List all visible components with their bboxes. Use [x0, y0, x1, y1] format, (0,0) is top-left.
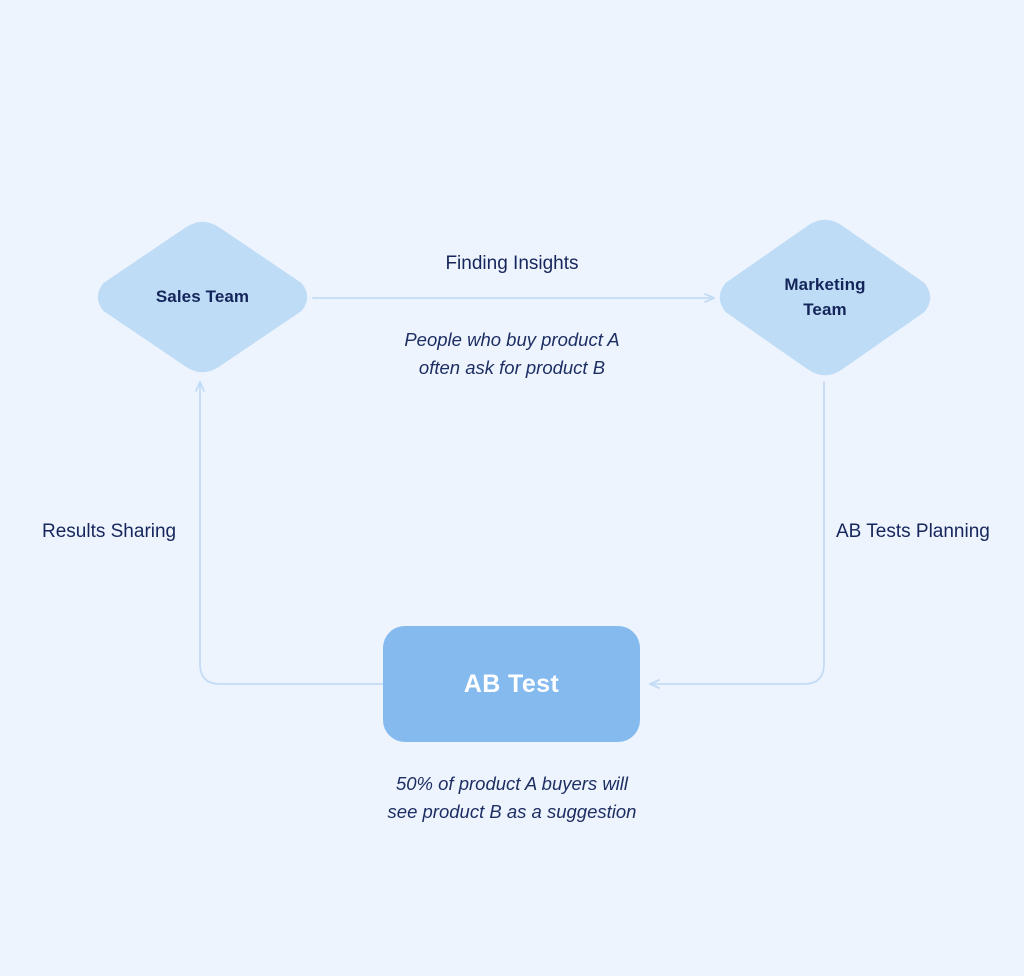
edge-note-abtest-result: 50% of product A buyers will see product… — [0, 770, 1024, 826]
node-sales-team-label: Sales Team — [97, 221, 308, 373]
node-ab-test-label: AB Test — [463, 669, 560, 698]
node-sales-team[interactable]: Sales Team — [97, 221, 308, 373]
edge-label-finding-insights: Finding Insights — [445, 253, 579, 274]
diamond-shape-sales — [97, 221, 308, 373]
node-marketing-team-label: Marketing Team — [719, 219, 931, 376]
edge-label-results-sharing: Results Sharing — [42, 521, 177, 542]
node-sales-team-text: Sales Team — [155, 286, 250, 306]
node-marketing-team-text-line1: Marketing — [784, 275, 866, 295]
node-ab-test[interactable]: AB Test — [383, 626, 640, 742]
edge-note-sales-to-marketing: People who buy product A often ask for p… — [0, 326, 1024, 382]
edge-note-bottom-line2: see product B as a suggestion — [387, 800, 637, 822]
edge-marketing-to-abtest — [649, 381, 825, 689]
edge-note-top-line2: often ask for product B — [418, 356, 606, 378]
node-marketing-team-text: Marketing Team — [784, 273, 865, 321]
node-marketing-team[interactable]: Marketing Team — [719, 219, 931, 376]
edge-note-top-line1: People who buy product A — [404, 329, 620, 350]
edge-abtest-to-sales — [195, 381, 384, 685]
node-marketing-team-text-line2: Team — [803, 299, 847, 319]
edge-label-ab-tests-planning: AB Tests Planning — [836, 521, 990, 542]
edge-note-bottom-line1: 50% of product A buyers will — [395, 773, 629, 794]
diamond-shape-marketing — [719, 219, 931, 376]
